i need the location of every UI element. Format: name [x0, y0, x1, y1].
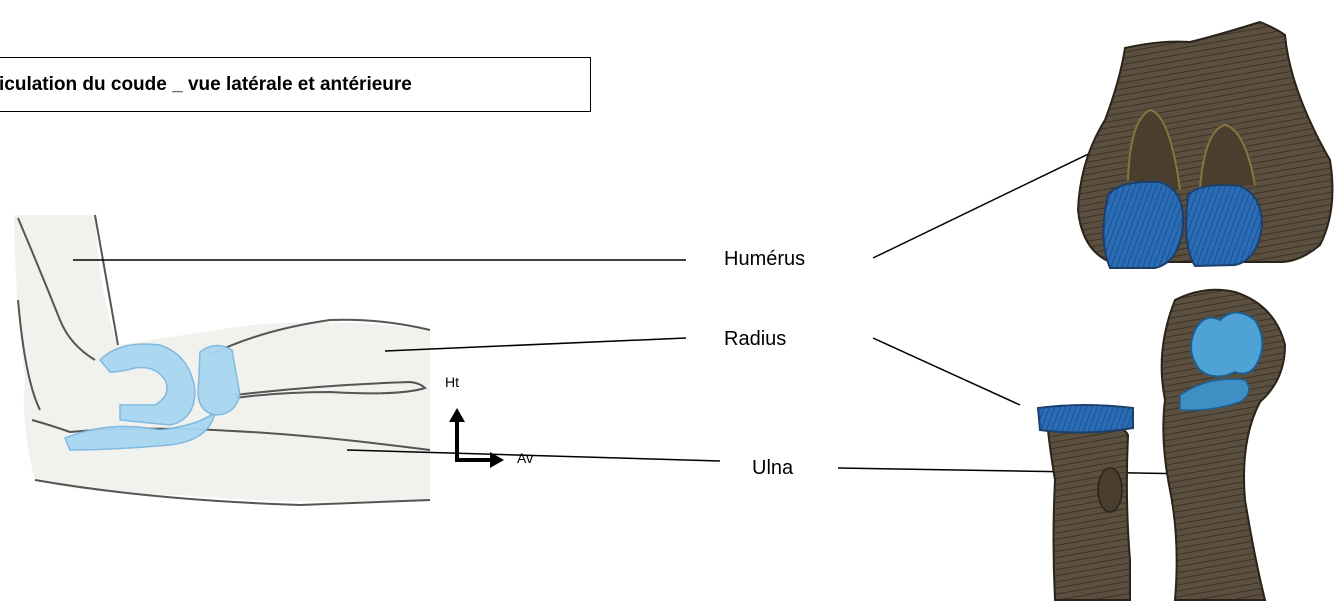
radial-head-anterior	[1036, 404, 1134, 434]
trochlea-cartilage	[98, 343, 196, 426]
axis-label-up: Ht	[445, 374, 459, 390]
radius-outline	[209, 318, 431, 356]
radius-leader-right	[872, 337, 1021, 406]
lateral-elbow-view	[14, 214, 431, 507]
ulna-cartilage-anterior	[1190, 311, 1264, 378]
ulna-leader-left	[346, 449, 721, 462]
trochlea-cartilage-anterior	[1185, 184, 1264, 268]
orientation-axes	[449, 408, 504, 468]
radius-leader-left	[384, 337, 687, 352]
radial-head-cartilage	[197, 344, 241, 416]
label-radius: Radius	[724, 328, 787, 350]
humerus-outline	[17, 217, 96, 361]
label-ulna: Ulna	[752, 457, 794, 479]
anterior-elbow-view	[1036, 20, 1334, 601]
capitulum-cartilage	[1102, 180, 1185, 269]
ulna-leader-right	[837, 467, 1198, 475]
axis-label-forward: Av	[517, 450, 534, 466]
diagram-title: iculation du coude _ vue latérale et ant…	[0, 74, 412, 95]
title-box: iculation du coude _ vue latérale et ant…	[0, 57, 591, 112]
label-humerus: Humérus	[724, 248, 806, 270]
radius-bone	[1046, 423, 1131, 601]
